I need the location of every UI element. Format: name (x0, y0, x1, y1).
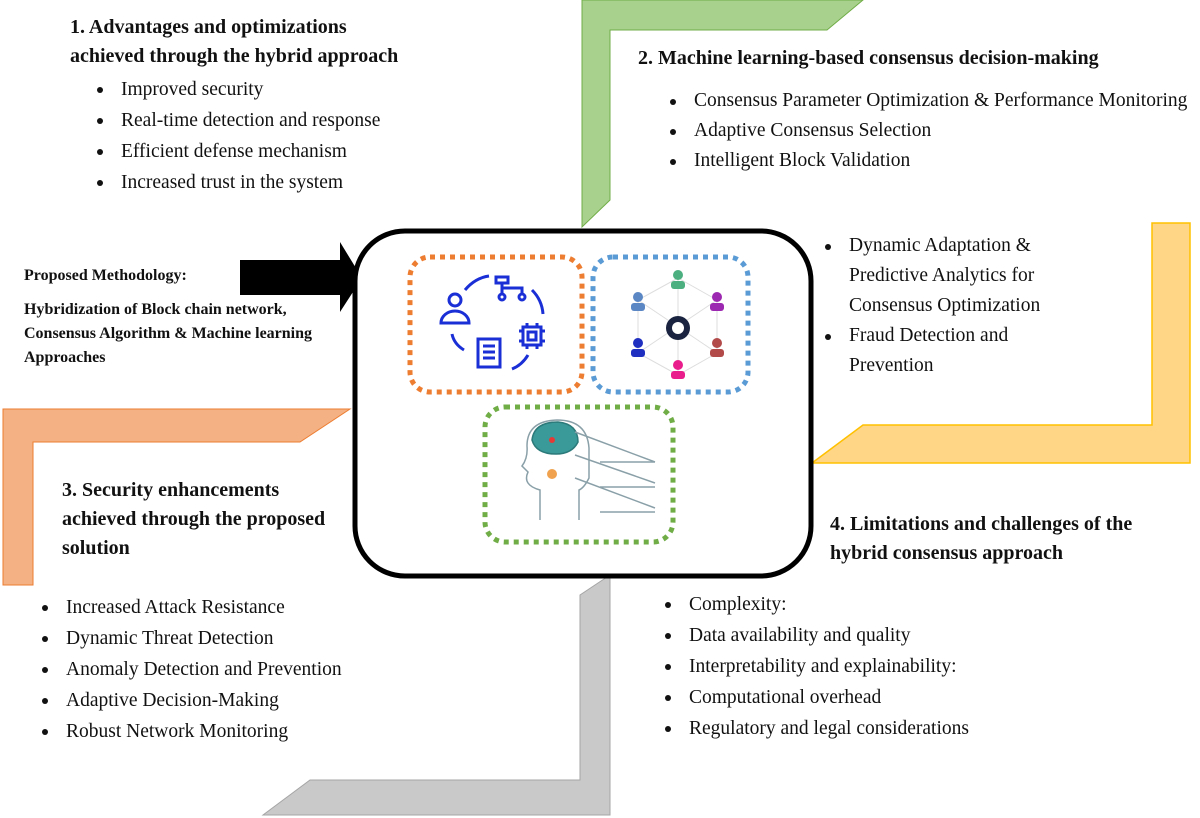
section1-list: Improved security Real-time detection an… (95, 74, 475, 198)
list-item: Computational overhead (663, 682, 1083, 713)
orange-connector (2, 408, 352, 586)
section2-list: Consensus Parameter Optimization & Perfo… (668, 86, 1198, 176)
list-item: Dynamic Threat Detection (40, 623, 440, 654)
list-item: Fraud Detection and Prevention (823, 321, 1073, 381)
central-box (352, 228, 814, 579)
list-item: Data availability and quality (663, 620, 1083, 651)
gray-connector (261, 574, 611, 816)
section2-title: 2. Machine learning-based consensus deci… (638, 47, 1099, 69)
list-item: Interpretability and explainability: (663, 651, 1083, 682)
green-connector (581, 0, 864, 229)
consensus-network-icon (631, 270, 724, 379)
list-item: Consensus Parameter Optimization & Perfo… (668, 86, 1198, 116)
section2-list-continued: Dynamic Adaptation & Predictive Analytic… (823, 231, 1073, 381)
list-item: Adaptive Decision-Making (40, 685, 440, 716)
list-item: Improved security (95, 74, 475, 105)
methodology-label: Proposed Methodology: (24, 267, 187, 284)
section1-title: 1. Advantages and optimizations achieved… (70, 16, 399, 67)
list-item: Real-time detection and response (95, 105, 475, 136)
section4-list: Complexity: Data availability and qualit… (663, 589, 1083, 744)
list-item: Increased Attack Resistance (40, 592, 440, 623)
list-item: Regulatory and legal considerations (663, 713, 1083, 744)
list-item: Anomaly Detection and Prevention (40, 654, 440, 685)
green-dashed-frame (482, 404, 676, 545)
list-item: Increased trust in the system (95, 167, 475, 198)
list-item: Intelligent Block Validation (668, 146, 1198, 176)
section4-title: 4. Limitations and challenges of the hyb… (830, 513, 1133, 564)
orange-dashed-frame (407, 254, 585, 395)
ai-head-icon (521, 419, 656, 520)
workflow-cycle-icon (439, 274, 545, 371)
list-item: Efficient defense mechanism (95, 136, 475, 167)
list-item: Adaptive Consensus Selection (668, 116, 1198, 146)
list-item: Robust Network Monitoring (40, 716, 440, 747)
section3-title: 3. Security enhancements achieved throug… (62, 479, 326, 559)
methodology-text: Hybridization of Block chain network, Co… (24, 301, 313, 366)
blue-dashed-frame (590, 254, 751, 395)
list-item: Complexity: (663, 589, 1083, 620)
list-item: Dynamic Adaptation & Predictive Analytic… (823, 231, 1073, 321)
section3-list: Increased Attack Resistance Dynamic Thre… (40, 592, 440, 747)
arrow-icon (240, 242, 362, 312)
